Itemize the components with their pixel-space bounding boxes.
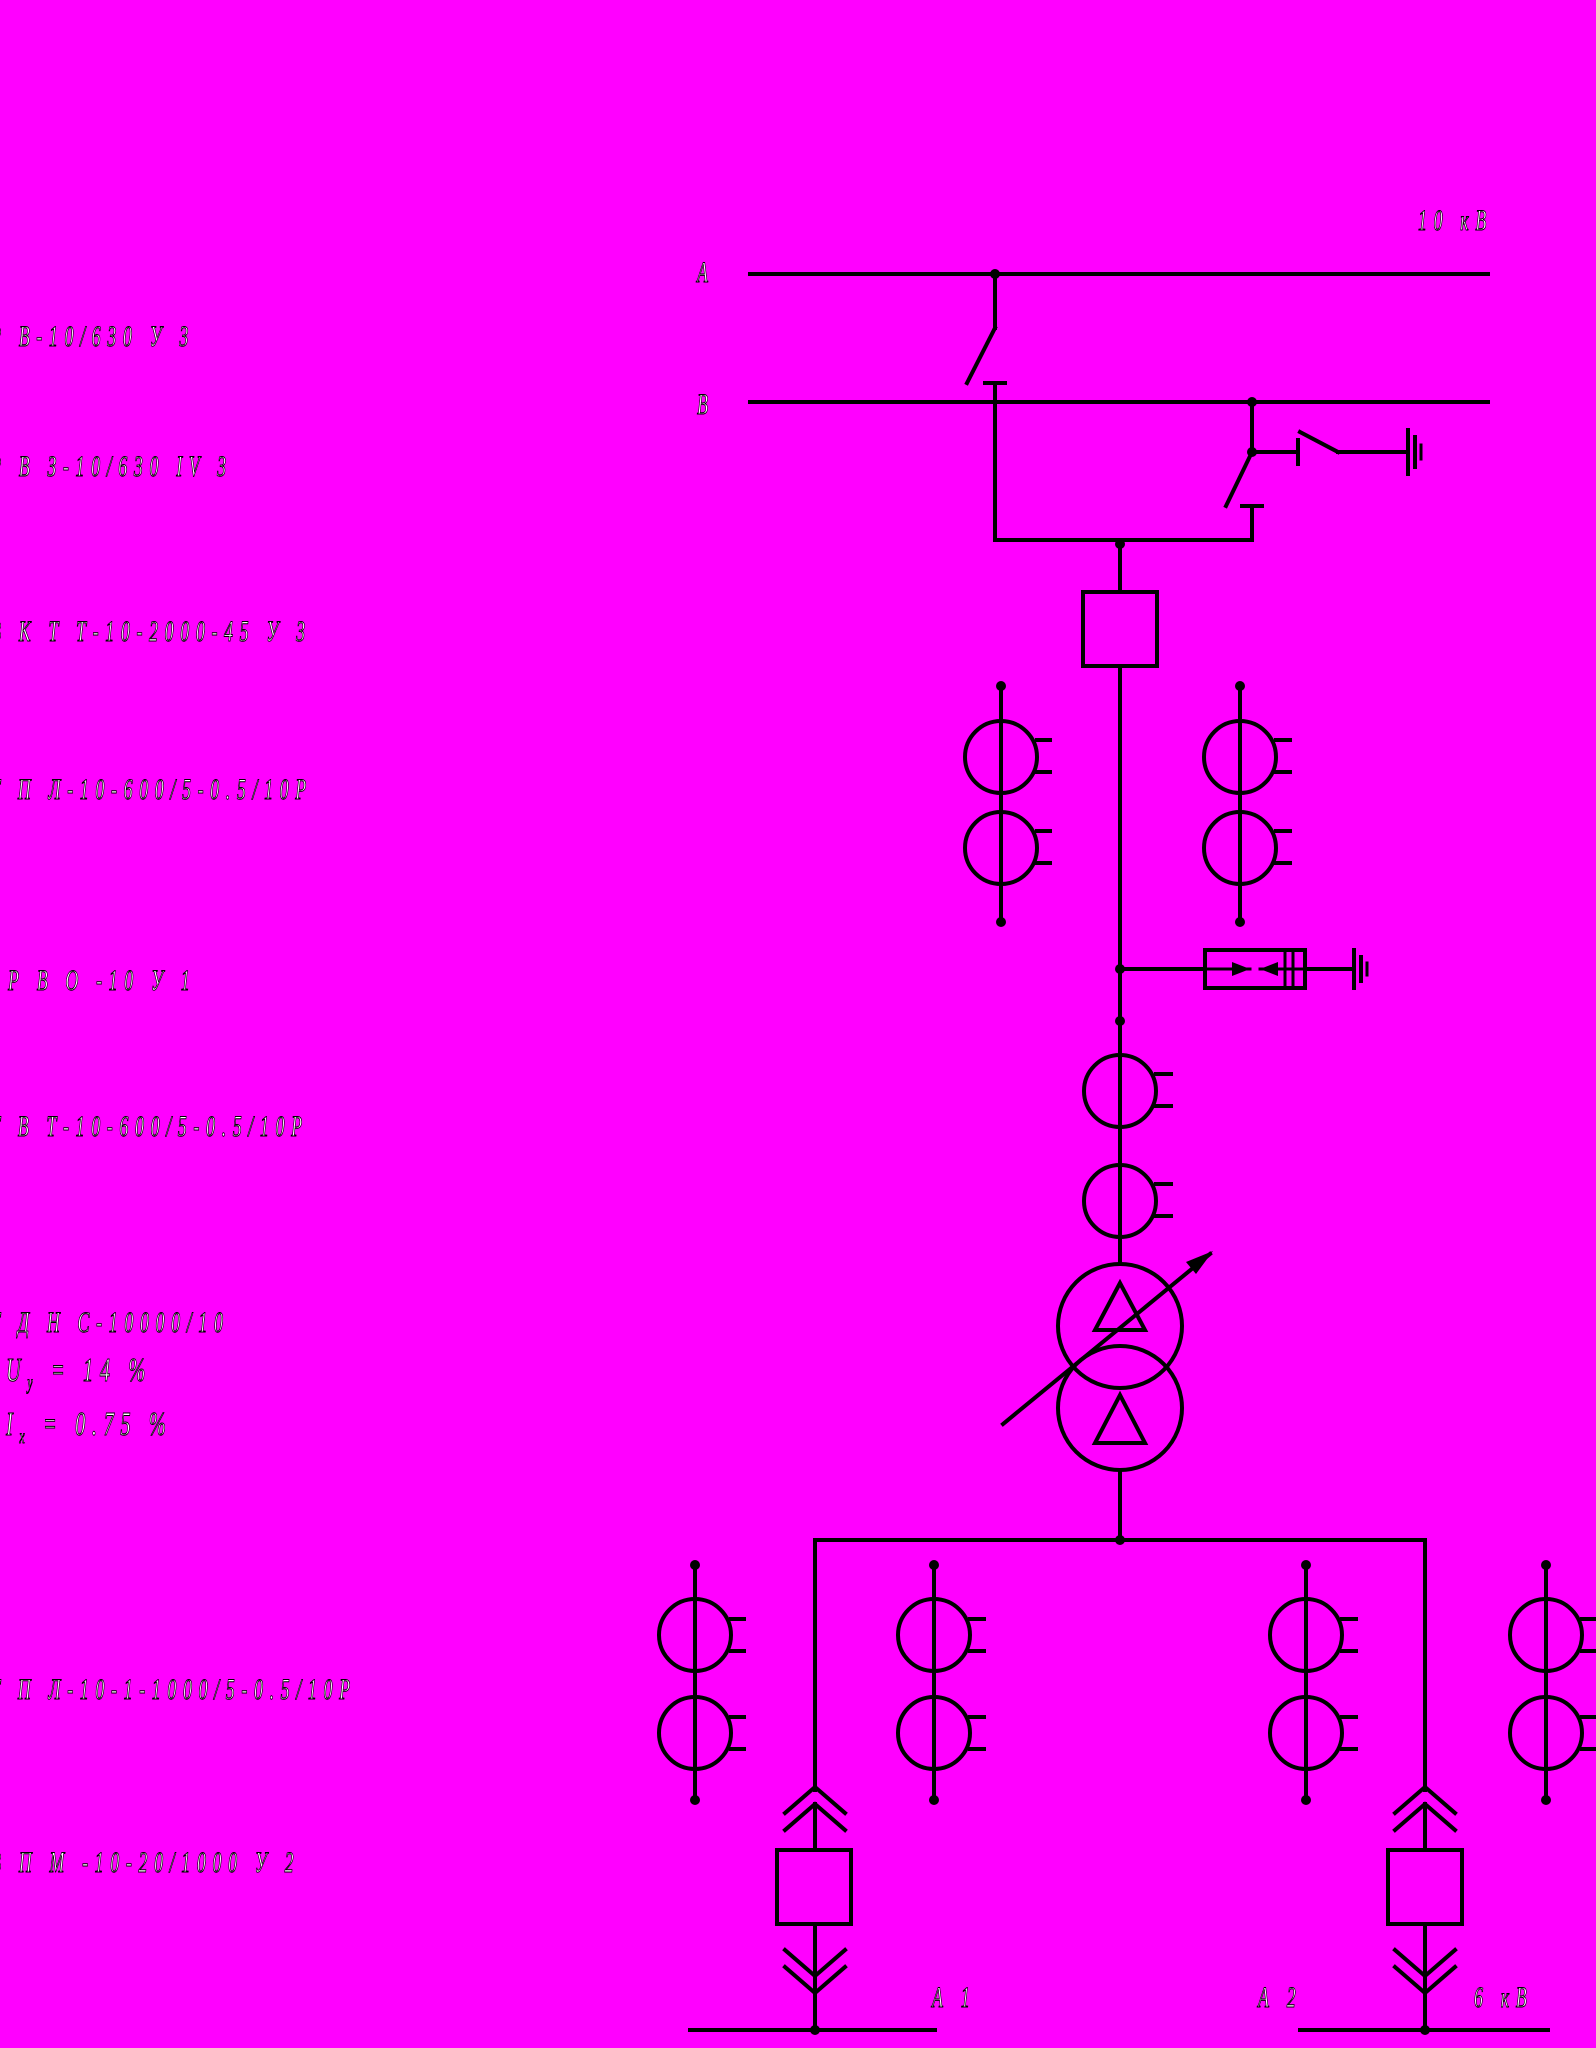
label-withdrawable-breaker: В П М -10-20/1000 У 2	[0, 1846, 301, 1879]
bus-label-b: В	[697, 388, 715, 421]
earthing-switch	[1250, 428, 1423, 476]
power-transformer	[1000, 1251, 1213, 1472]
ix-symbol: I	[6, 1406, 20, 1443]
uk-symbol: U	[6, 1352, 28, 1389]
label-current-transformer-hv: Т П Л-10-600/5-0.5/10Р	[0, 773, 313, 806]
label-current-transformer-lv: Т П Л-10-1-1000/5-0.5/10Р	[0, 1673, 357, 1706]
bushing-current-transformer	[1082, 1016, 1173, 1239]
voltage-label-hv: 10 кВ	[1418, 204, 1493, 237]
circuit-breaker-hv	[1081, 590, 1159, 668]
bus-label-a: А	[697, 256, 715, 289]
current-transformer-lv-3	[1268, 1560, 1358, 1805]
ix-value: = 0.75 %	[43, 1406, 173, 1443]
label-bushing-current-transformer: Т В Т-10-600/5-0.5/10Р	[0, 1110, 309, 1143]
label-no-load-current: Iх = 0.75 %	[6, 1406, 173, 1454]
label-short-circuit-voltage: Uу = 14 %	[6, 1352, 152, 1400]
current-transformer-hv-right	[1202, 681, 1292, 927]
current-transformer-lv-4	[1508, 1560, 1596, 1805]
label-disconnector: Р В-10/630 У 3	[0, 320, 196, 353]
disconnector-bus-a	[964, 269, 1007, 542]
current-transformer-hv-left	[963, 681, 1052, 927]
ix-subscript: х	[19, 1425, 32, 1448]
label-surge-arrester: Р В О -10 У 1	[8, 964, 197, 997]
current-transformer-lv-1	[657, 1560, 746, 1805]
label-switchgear: В К Т Т-10-2000-45 У 3	[0, 615, 312, 648]
voltage-label-lv: 6 кВ	[1474, 1981, 1534, 2014]
label-earthing-disconnector: Р В З-10/630 IV 3	[0, 450, 233, 483]
withdrawable-breaker-a1	[688, 1784, 937, 2035]
feeder-label-a2: А 2	[1258, 1981, 1303, 2014]
uk-value: = 14 %	[50, 1352, 152, 1389]
label-power-transformer: Т Д Н С-10000/10	[0, 1306, 230, 1339]
disconnector-bus-b	[1223, 397, 1264, 542]
uk-subscript: у	[27, 1371, 40, 1394]
surge-arrester	[1115, 948, 1369, 990]
feeder-label-a1: А 1	[932, 1981, 977, 2014]
current-transformer-lv-2	[896, 1560, 986, 1805]
withdrawable-breaker-a2	[1298, 1784, 1550, 2035]
